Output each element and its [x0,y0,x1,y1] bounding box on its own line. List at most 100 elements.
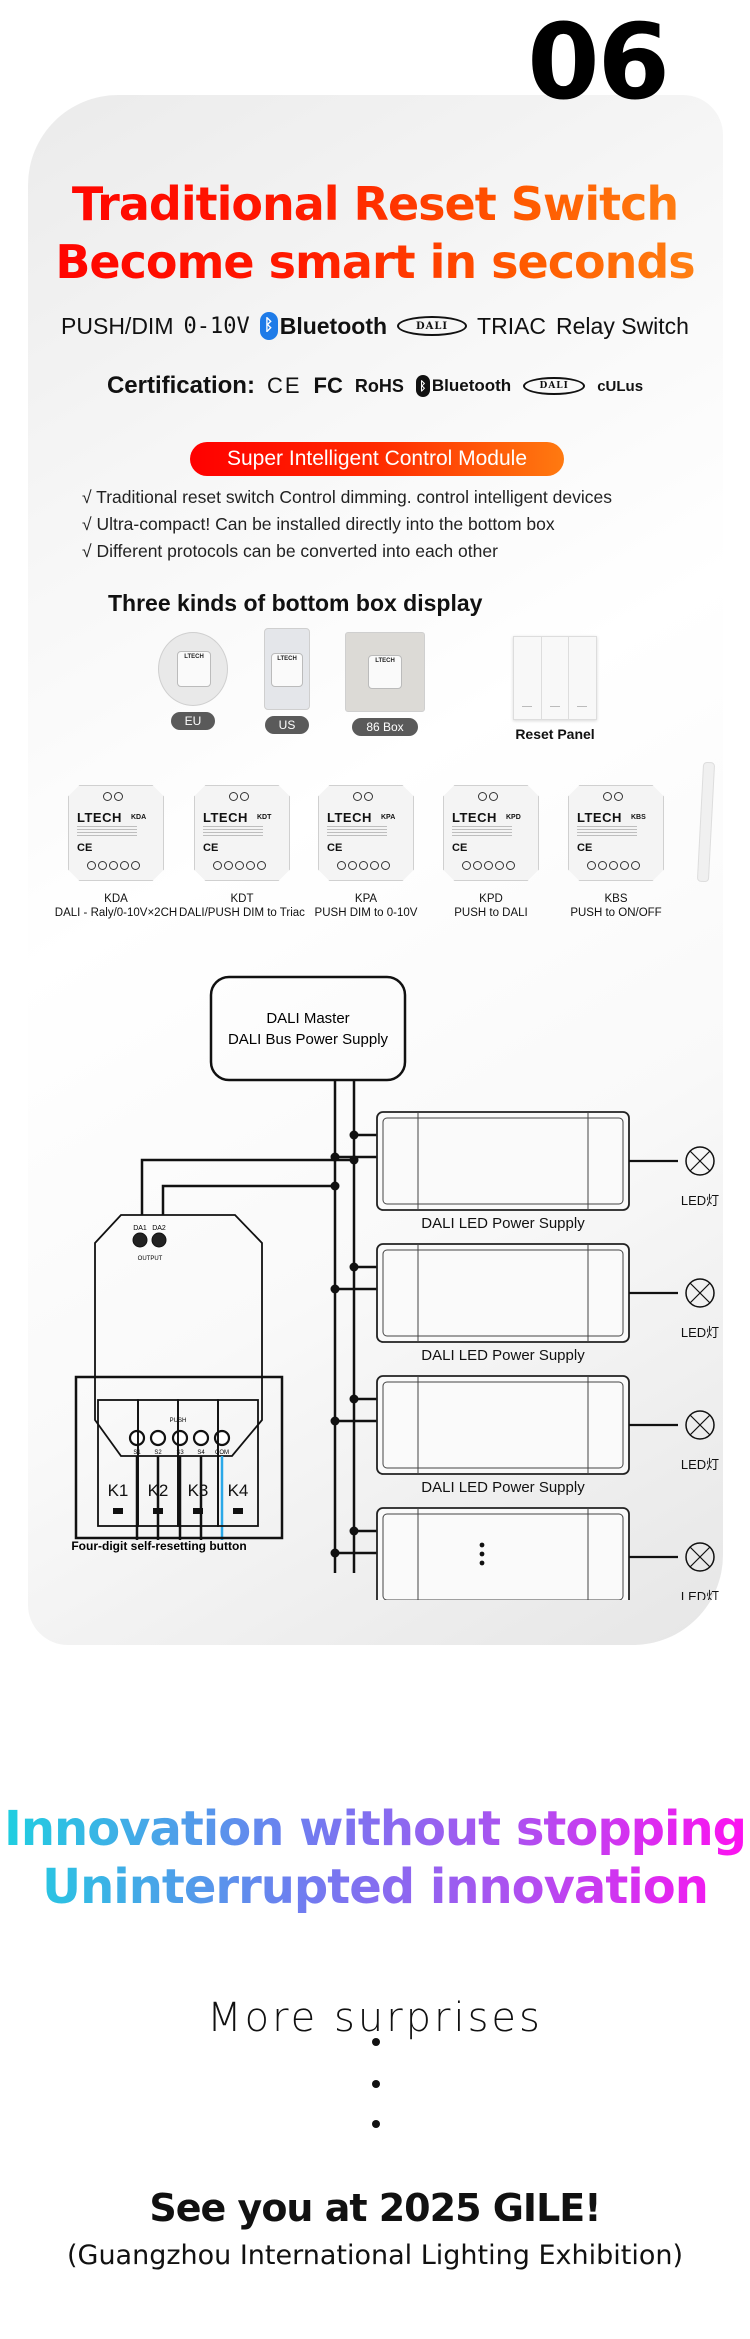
closing-title: See you at 2025 GILE! [149,2186,601,2230]
module-name: KPA [354,893,378,905]
key-indicator [153,1508,163,1514]
led-power-supply [376,1507,630,1600]
lamp-label: LED灯 [681,1325,719,1340]
module-name: KPD [479,893,503,905]
page-number: 06 [527,1,670,123]
bluetooth-icon: ᛒ [415,375,430,397]
rohs-mark-icon: RoHS [354,375,404,396]
module-kdt: LTECH KDT CE [194,785,290,881]
terminal-label: S3 [176,1450,184,1456]
feature-list: √ Traditional reset switch Control dimmi… [82,484,612,565]
ce-mark-icon: CE [77,842,93,854]
panel-key [514,637,542,719]
feature-item: √ Ultra-compact! Can be installed direct… [82,514,555,534]
more-surprises: More surprises [207,1995,543,2041]
module-brand: LTECH [203,810,248,825]
box-86: LTECH 86 Box [340,632,430,736]
psu-row: LED灯 DALI LED Power Supply [330,1243,719,1364]
led-power-supply [376,1375,630,1475]
module-brand: LTECH [577,810,622,825]
ellipsis-dot [372,2120,380,2128]
module-fine-print [77,826,137,838]
output-label: OUTPUT [138,1256,163,1262]
terminal-s3 [171,1429,189,1447]
junction-dot [330,1152,340,1162]
panel-key [569,637,596,719]
terminal-da2 [151,1232,167,1248]
output-terminals [229,792,249,801]
psu-label: DALI LED Power Supply [421,1347,585,1364]
input-terminals [213,861,266,870]
ellipsis-dot [372,2038,380,2046]
ce-mark-icon: CE [203,842,219,854]
headline-line1: Traditional Reset Switch [0,175,750,233]
led-power-supply [376,1111,630,1211]
psu-label: DALI LED Power Supply [421,1215,585,1232]
module-fine-print [327,826,387,838]
cert-bluetooth-label: Bluetooth [431,376,512,395]
terminal-s1 [128,1429,146,1447]
us-box-image: LTECH [264,628,310,710]
module-caption-kda: KDA DALI - Raly/0-10V×2CH [46,892,186,920]
module-name: KDA [104,893,128,905]
junction-dot [349,1130,359,1140]
reset-panel-label: Reset Panel [515,726,595,742]
wire-da1 [140,1158,354,1215]
module-pill-badge: Super Intelligent Control Module [190,442,564,476]
tag-eu: EU [170,712,216,730]
junction-dot [349,1262,359,1272]
led-lamp-icon [685,1542,715,1572]
protocol-relay-switch: Relay Switch [556,312,689,339]
terminal-label: S4 [197,1450,205,1456]
output-terminals [478,792,498,801]
terminal-label: S2 [154,1450,162,1456]
module-name: KBS [604,893,628,905]
junction-dot [349,1526,359,1536]
junction-dot [330,1548,340,1558]
module-code: KBS [631,814,646,821]
key-label: K1 [108,1481,129,1500]
module-caption-kbs: KBS PUSH to ON/OFF [546,892,686,920]
panel-key [542,637,570,719]
feature-item: √ Different protocols can be converted i… [82,541,498,561]
module-brand: LTECH [452,810,497,825]
switch-caption: Four-digit self-resetting button [71,1539,246,1553]
module-kda: LTECH KDA CE [68,785,164,881]
module-desc: PUSH DIM to 0-10V [314,907,418,919]
psu-inner [382,1249,624,1337]
terminal-s2 [149,1429,167,1447]
switch-panel-frame [74,1375,284,1540]
psu-inner [382,1117,624,1205]
more-psu-ellipsis [479,1542,485,1566]
module-caption-kpd: KPD PUSH to DALI [421,892,561,920]
led-lamp-icon [685,1146,715,1176]
key-indicator [113,1508,123,1514]
input-terminals [462,861,515,870]
module-name: KDT [230,893,254,905]
module-thumb: LTECH [177,651,211,687]
wire-da2 [161,1184,335,1215]
ellipsis-dot [479,1542,485,1548]
output-terminals [103,792,123,801]
psu-row: LED灯 DALI LED Power Supply [330,1111,719,1232]
terminal-da1 [132,1232,148,1248]
controller-module-outline [94,1214,263,1457]
lamp-label: LED灯 [681,1193,719,1208]
eu-box-image: LTECH [158,632,228,706]
slogan-line1: Innovation without stopping [0,1800,750,1858]
module-desc: PUSH to ON/OFF [570,907,662,919]
box-reset-panel: Reset Panel [500,636,610,742]
protocol-triac: TRIAC [477,312,547,339]
dali-master-box [209,975,407,1082]
fcc-mark-icon: FC [313,373,343,398]
ellipsis-dot [479,1560,485,1566]
output-terminals [603,792,623,801]
bluetooth-label: Bluetooth [279,312,388,339]
protocol-bluetooth: ᛒ Bluetooth [259,312,388,340]
module-brand: LTECH [77,810,122,825]
ul-mark-icon: cULus [597,377,644,395]
ce-mark-icon: CE [266,373,302,398]
output-terminals [353,792,373,801]
